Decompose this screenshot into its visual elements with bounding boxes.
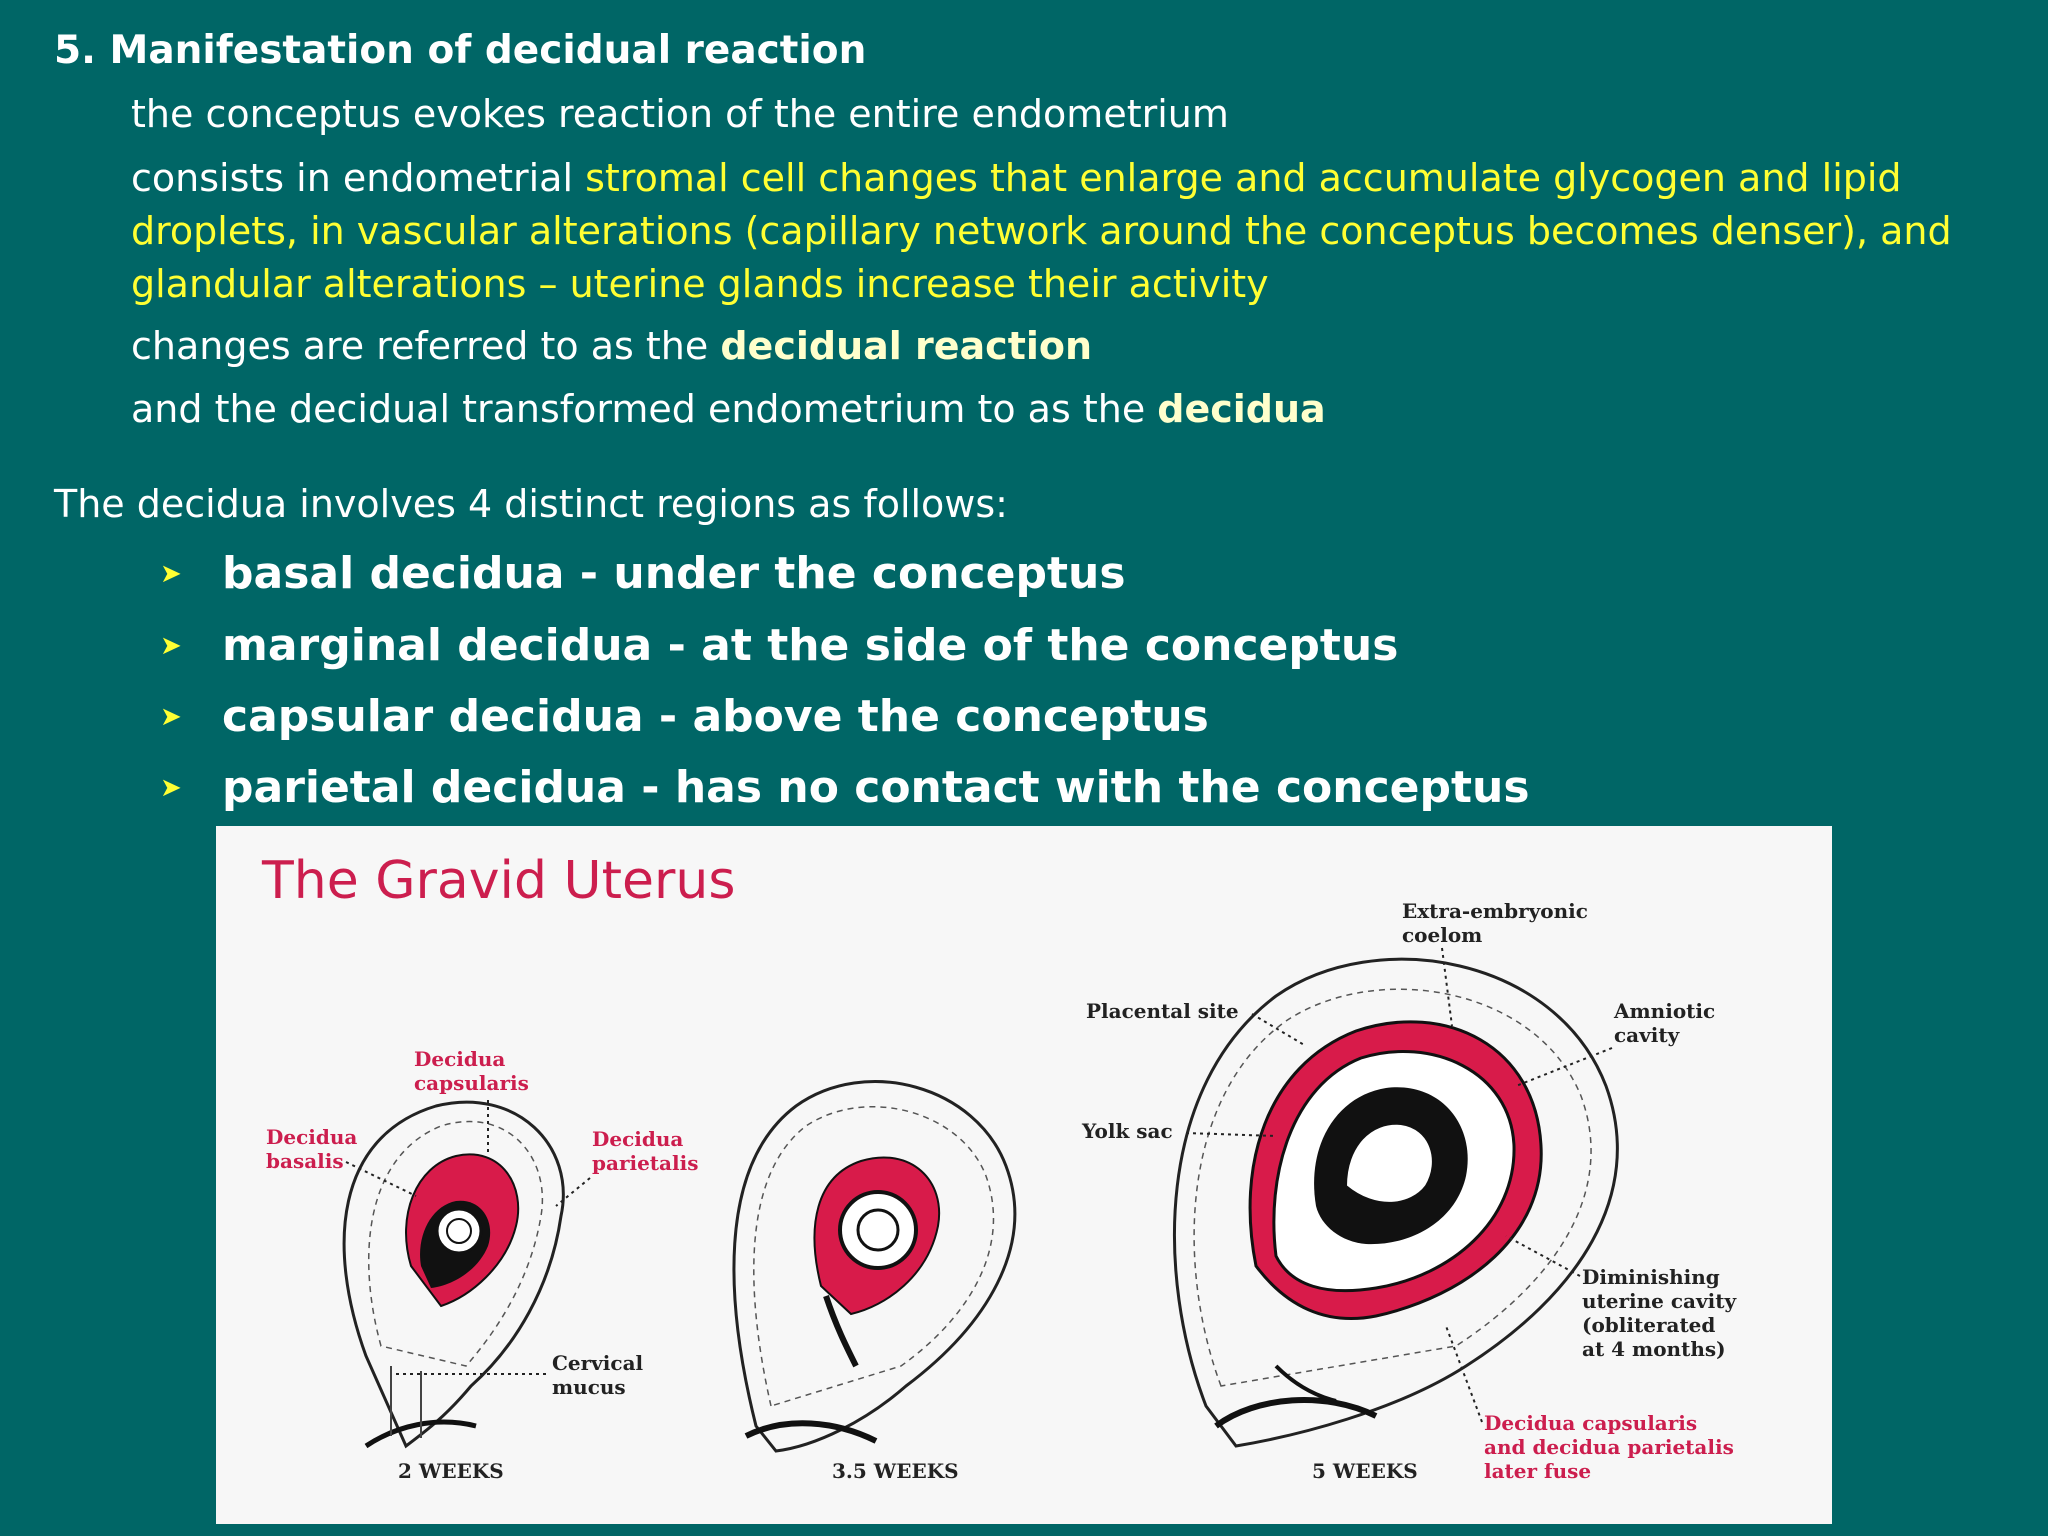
uterus-3-5-weeks-drawing <box>732 1080 1017 1453</box>
bullet-item: ➤ marginal decidua - at the side of the … <box>160 620 1398 671</box>
label-decidua-capsularis-2: capsularis <box>414 1071 529 1095</box>
uterus-2-weeks-drawing <box>342 1100 565 1449</box>
bullet-text: parietal decidua - has no contact with t… <box>222 762 1530 813</box>
label-2-weeks: 2 WEEKS <box>398 1459 504 1483</box>
paragraph-3: changes are referred to as the decidual … <box>131 320 2001 373</box>
label-extra-embryonic-1: Extra-embryonic <box>1402 899 1588 923</box>
label-capsularis-parietalis-2: and decidua parietalis <box>1484 1435 1734 1459</box>
label-decidua-parietalis-2: parietalis <box>592 1151 698 1175</box>
label-decidua-parietalis-1: Decidua <box>592 1127 683 1151</box>
label-amniotic-cavity-1: Amniotic <box>1613 999 1715 1023</box>
paragraph-2: consists in endometrial stromal cell cha… <box>131 152 2001 311</box>
bullet-text: marginal decidua - at the side of the co… <box>222 620 1399 671</box>
paragraph-2-highlight: stromal cell changes that enlarge and ac… <box>131 156 1952 306</box>
label-decidua-basalis-1: Decidua <box>266 1125 357 1149</box>
paragraph-3-lead: changes are referred to as the <box>131 324 721 368</box>
uterus-5-weeks-drawing <box>1173 957 1619 1448</box>
bullet-item: ➤ parietal decidua - has no contact with… <box>160 762 1530 813</box>
label-decidua-basalis-2: basalis <box>266 1149 344 1173</box>
paragraph-2-lead: consists in endometrial <box>131 156 586 200</box>
bullet-text: capsular decidua - above the conceptus <box>222 691 1209 742</box>
gravid-uterus-illustration: The Gravid Uterus Decidua capsularis Dec… <box>261 851 1737 1483</box>
term-decidual-reaction: decidual reaction <box>720 324 1093 368</box>
bullet-item: ➤ capsular decidua - above the conceptus <box>160 691 1209 742</box>
term-decidua: decidua <box>1157 387 1326 431</box>
label-extra-embryonic-2: coelom <box>1402 923 1482 947</box>
gravid-uterus-figure: The Gravid Uterus Decidua capsularis Dec… <box>216 826 1832 1524</box>
label-diminishing-2: uterine cavity <box>1582 1289 1737 1313</box>
label-5-weeks: 5 WEEKS <box>1312 1459 1418 1483</box>
paragraph-1: the conceptus evokes reaction of the ent… <box>131 92 1229 136</box>
regions-intro: The decidua involves 4 distinct regions … <box>54 482 1008 526</box>
arrow-bullet-icon: ➤ <box>160 701 182 732</box>
label-decidua-capsularis-1: Decidua <box>414 1047 505 1071</box>
label-diminishing-3: (obliterated <box>1582 1313 1715 1337</box>
arrow-bullet-icon: ➤ <box>160 772 182 803</box>
slide-heading: 5. Manifestation of decidual reaction <box>54 28 867 73</box>
arrow-bullet-icon: ➤ <box>160 630 182 661</box>
bullet-text: basal decidua - under the conceptus <box>222 548 1126 599</box>
paragraph-4-lead: and the decidual transformed endometrium… <box>131 387 1158 431</box>
label-diminishing-1: Diminishing <box>1582 1265 1720 1289</box>
label-3-5-weeks: 3.5 WEEKS <box>832 1459 959 1483</box>
bullet-item: ➤ basal decidua - under the conceptus <box>160 548 1126 599</box>
label-capsularis-parietalis-1: Decidua capsularis <box>1484 1411 1697 1435</box>
label-cervical-mucus-2: mucus <box>552 1375 626 1399</box>
paragraph-4: and the decidual transformed endometrium… <box>131 383 2001 436</box>
label-diminishing-4: at 4 months) <box>1582 1337 1726 1361</box>
label-amniotic-cavity-2: cavity <box>1614 1023 1681 1047</box>
arrow-bullet-icon: ➤ <box>160 558 182 589</box>
figure-title: The Gravid Uterus <box>261 851 735 911</box>
label-cervical-mucus-1: Cervical <box>552 1351 644 1375</box>
label-yolk-sac: Yolk sac <box>1081 1119 1173 1143</box>
label-capsularis-parietalis-3: later fuse <box>1484 1459 1591 1483</box>
label-placental-site: Placental site <box>1086 999 1239 1023</box>
